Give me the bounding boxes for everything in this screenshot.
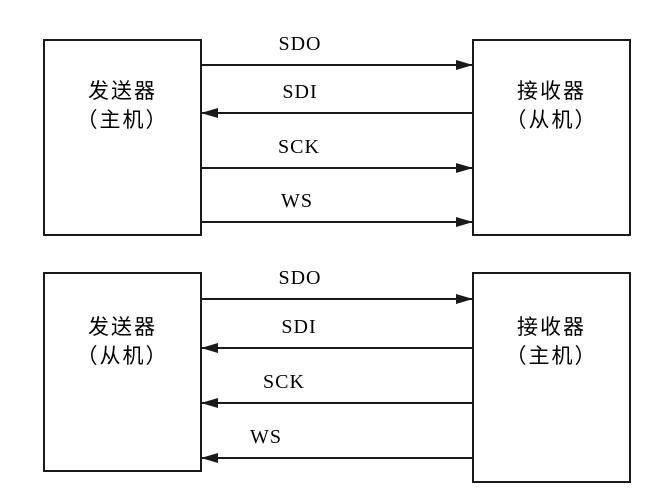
signal-label: SCK (278, 136, 320, 158)
box-transmitter-master: 发送器 （主机） (43, 39, 202, 236)
box-label-line1: 发送器 (88, 79, 157, 103)
signal-line (202, 167, 472, 169)
arrowhead-icon (456, 294, 473, 304)
signal-line (202, 457, 472, 459)
signal-sdo: SDO (202, 33, 473, 70)
signal-line (202, 64, 472, 66)
signal-ws: WS (202, 190, 473, 227)
signal-label: WS (250, 426, 282, 448)
box-label-line1: 发送器 (88, 315, 157, 339)
signal-label: WS (281, 190, 313, 212)
box-label-line2: （从机） (505, 108, 598, 132)
box-label-line2: （主机） (76, 108, 169, 132)
signal-label: SDO (278, 33, 322, 55)
signal-line (202, 298, 472, 300)
signal-line (202, 112, 472, 114)
arrowhead-icon (201, 343, 218, 353)
signal-label: SCK (263, 371, 305, 393)
arrowhead-icon (456, 163, 473, 173)
box-transmitter-slave: 发送器 （从机） (43, 272, 202, 472)
box-label-line2: （主机） (505, 344, 598, 368)
signal-label: SDI (282, 81, 318, 103)
signal-sdi: SDI (201, 81, 472, 118)
box-label-line1: 接收器 (517, 315, 586, 339)
signal-line (202, 347, 472, 349)
arrowhead-icon (201, 108, 218, 118)
signal-ws: WS (201, 426, 472, 463)
box-receiver-slave: 接收器 （从机） (472, 39, 631, 236)
signal-label: SDO (278, 267, 322, 289)
arrowhead-icon (456, 217, 473, 227)
signal-label: SDI (281, 316, 317, 338)
signal-sdi: SDI (201, 316, 472, 353)
arrowhead-icon (456, 60, 473, 70)
box-label-line2: （从机） (76, 344, 169, 368)
signal-sck: SCK (201, 371, 472, 408)
signal-sdo: SDO (202, 267, 473, 304)
box-label-line1: 接收器 (517, 79, 586, 103)
signal-line (202, 402, 472, 404)
box-receiver-master: 接收器 （主机） (472, 272, 631, 483)
arrowhead-icon (201, 453, 218, 463)
arrowhead-icon (201, 398, 218, 408)
signal-line (202, 221, 472, 223)
signal-sck: SCK (202, 136, 473, 173)
